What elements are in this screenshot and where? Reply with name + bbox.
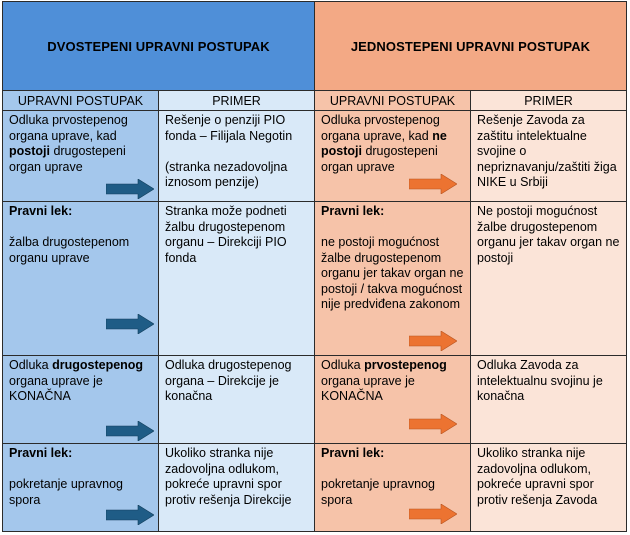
cell-text: Odluka prvostepenog organa uprave, kad p… <box>9 113 128 174</box>
row1-example-right: Rešenje Zavoda za zaštitu intelektualne … <box>470 110 627 202</box>
cell-text: Ne postoji mogućnost žalbe drugostepenom… <box>477 204 620 265</box>
arrow-right-icon <box>106 505 154 525</box>
cell-text: Pravni lek: <box>9 204 73 218</box>
cell-text: ne postoji mogućnost žalbe drugostepenom… <box>321 235 464 311</box>
cell-text: pokretanje upravnog spora <box>321 477 435 507</box>
row3-example-left: Odluka drugostepenog organa – Direkcije … <box>158 355 315 444</box>
arrow-right-icon <box>409 504 457 524</box>
row2-procedure-right: Pravni lek: ne postoji mogućnost žalbe d… <box>314 201 471 356</box>
cell-text: Odluka Zavoda za intelektualnu svojinu j… <box>477 358 603 403</box>
subheader-label: PRIMER <box>212 93 261 108</box>
header-one-stage: JEDNOSTEPENI UPRAVNI POSTUPAK <box>314 1 627 91</box>
subheader-example-left: PRIMER <box>158 90 315 111</box>
subheader-label: UPRAVNI POSTUPAK <box>17 93 144 108</box>
cell-text: žalba drugostepenom organu uprave <box>9 235 130 265</box>
row1-example-left: Rešenje o penziji PIO fonda – Filijala N… <box>158 110 315 202</box>
cell-text: Rešenje Zavoda za zaštitu intelektualne … <box>477 113 617 189</box>
cell-text: Odluka drugostepenog organa – Direkcije … <box>165 358 292 403</box>
header-one-stage-label: JEDNOSTEPENI UPRAVNI POSTUPAK <box>350 38 591 54</box>
arrow-right-icon <box>409 174 457 194</box>
subheader-procedure-left: UPRAVNI POSTUPAK <box>2 90 159 111</box>
cell-text: Pravni lek: <box>9 446 73 460</box>
row3-example-right: Odluka Zavoda za intelektualnu svojinu j… <box>470 355 627 444</box>
cell-text: Odluka drugostepenog organa uprave je KO… <box>9 358 144 403</box>
cell-text: Pravni lek: <box>321 204 385 218</box>
cell-text: pokretanje upravnog spora <box>9 477 123 507</box>
arrow-right-icon <box>409 414 457 434</box>
arrow-right-icon <box>106 179 154 199</box>
arrow-right-icon <box>409 331 457 351</box>
cell-text: (stranka nezadovoljna iznosom penzije) <box>165 159 288 190</box>
arrow-right-icon <box>106 421 154 441</box>
cell-text: Stranka može podneti žalbu drugostepenom… <box>165 204 287 265</box>
cell-text: Ukoliko stranka nije zadovoljna odlukom,… <box>477 446 598 507</box>
subheader-procedure-right: UPRAVNI POSTUPAK <box>314 90 471 111</box>
cell-text: Pravni lek: <box>321 446 385 460</box>
subheader-example-right: PRIMER <box>470 90 627 111</box>
row2-example-left: Stranka može podneti žalbu drugostepenom… <box>158 201 315 356</box>
arrow-right-icon <box>106 314 154 334</box>
row1-procedure-left: Odluka prvostepenog organa uprave, kad p… <box>2 110 159 202</box>
header-two-stage-label: DVOSTEPENI UPRAVNI POSTUPAK <box>47 38 270 54</box>
cell-text: Odluka prvostepenog organa uprave, kad n… <box>321 113 447 174</box>
subheader-label: PRIMER <box>524 93 573 108</box>
row4-example-left: Ukoliko stranka nije zadovoljna odlukom,… <box>158 443 315 532</box>
row4-example-right: Ukoliko stranka nije zadovoljna odlukom,… <box>470 443 627 532</box>
row2-example-right: Ne postoji mogućnost žalbe drugostepenom… <box>470 201 627 356</box>
cell-text: Rešenje o penziji PIO fonda – Filijala N… <box>165 113 293 143</box>
cell-text: Ukoliko stranka nije zadovoljna odlukom,… <box>165 446 292 507</box>
subheader-label: UPRAVNI POSTUPAK <box>329 93 456 108</box>
header-two-stage: DVOSTEPENI UPRAVNI POSTUPAK <box>2 1 315 91</box>
cell-text: Odluka prvostepenog organa uprave je KON… <box>321 358 447 403</box>
